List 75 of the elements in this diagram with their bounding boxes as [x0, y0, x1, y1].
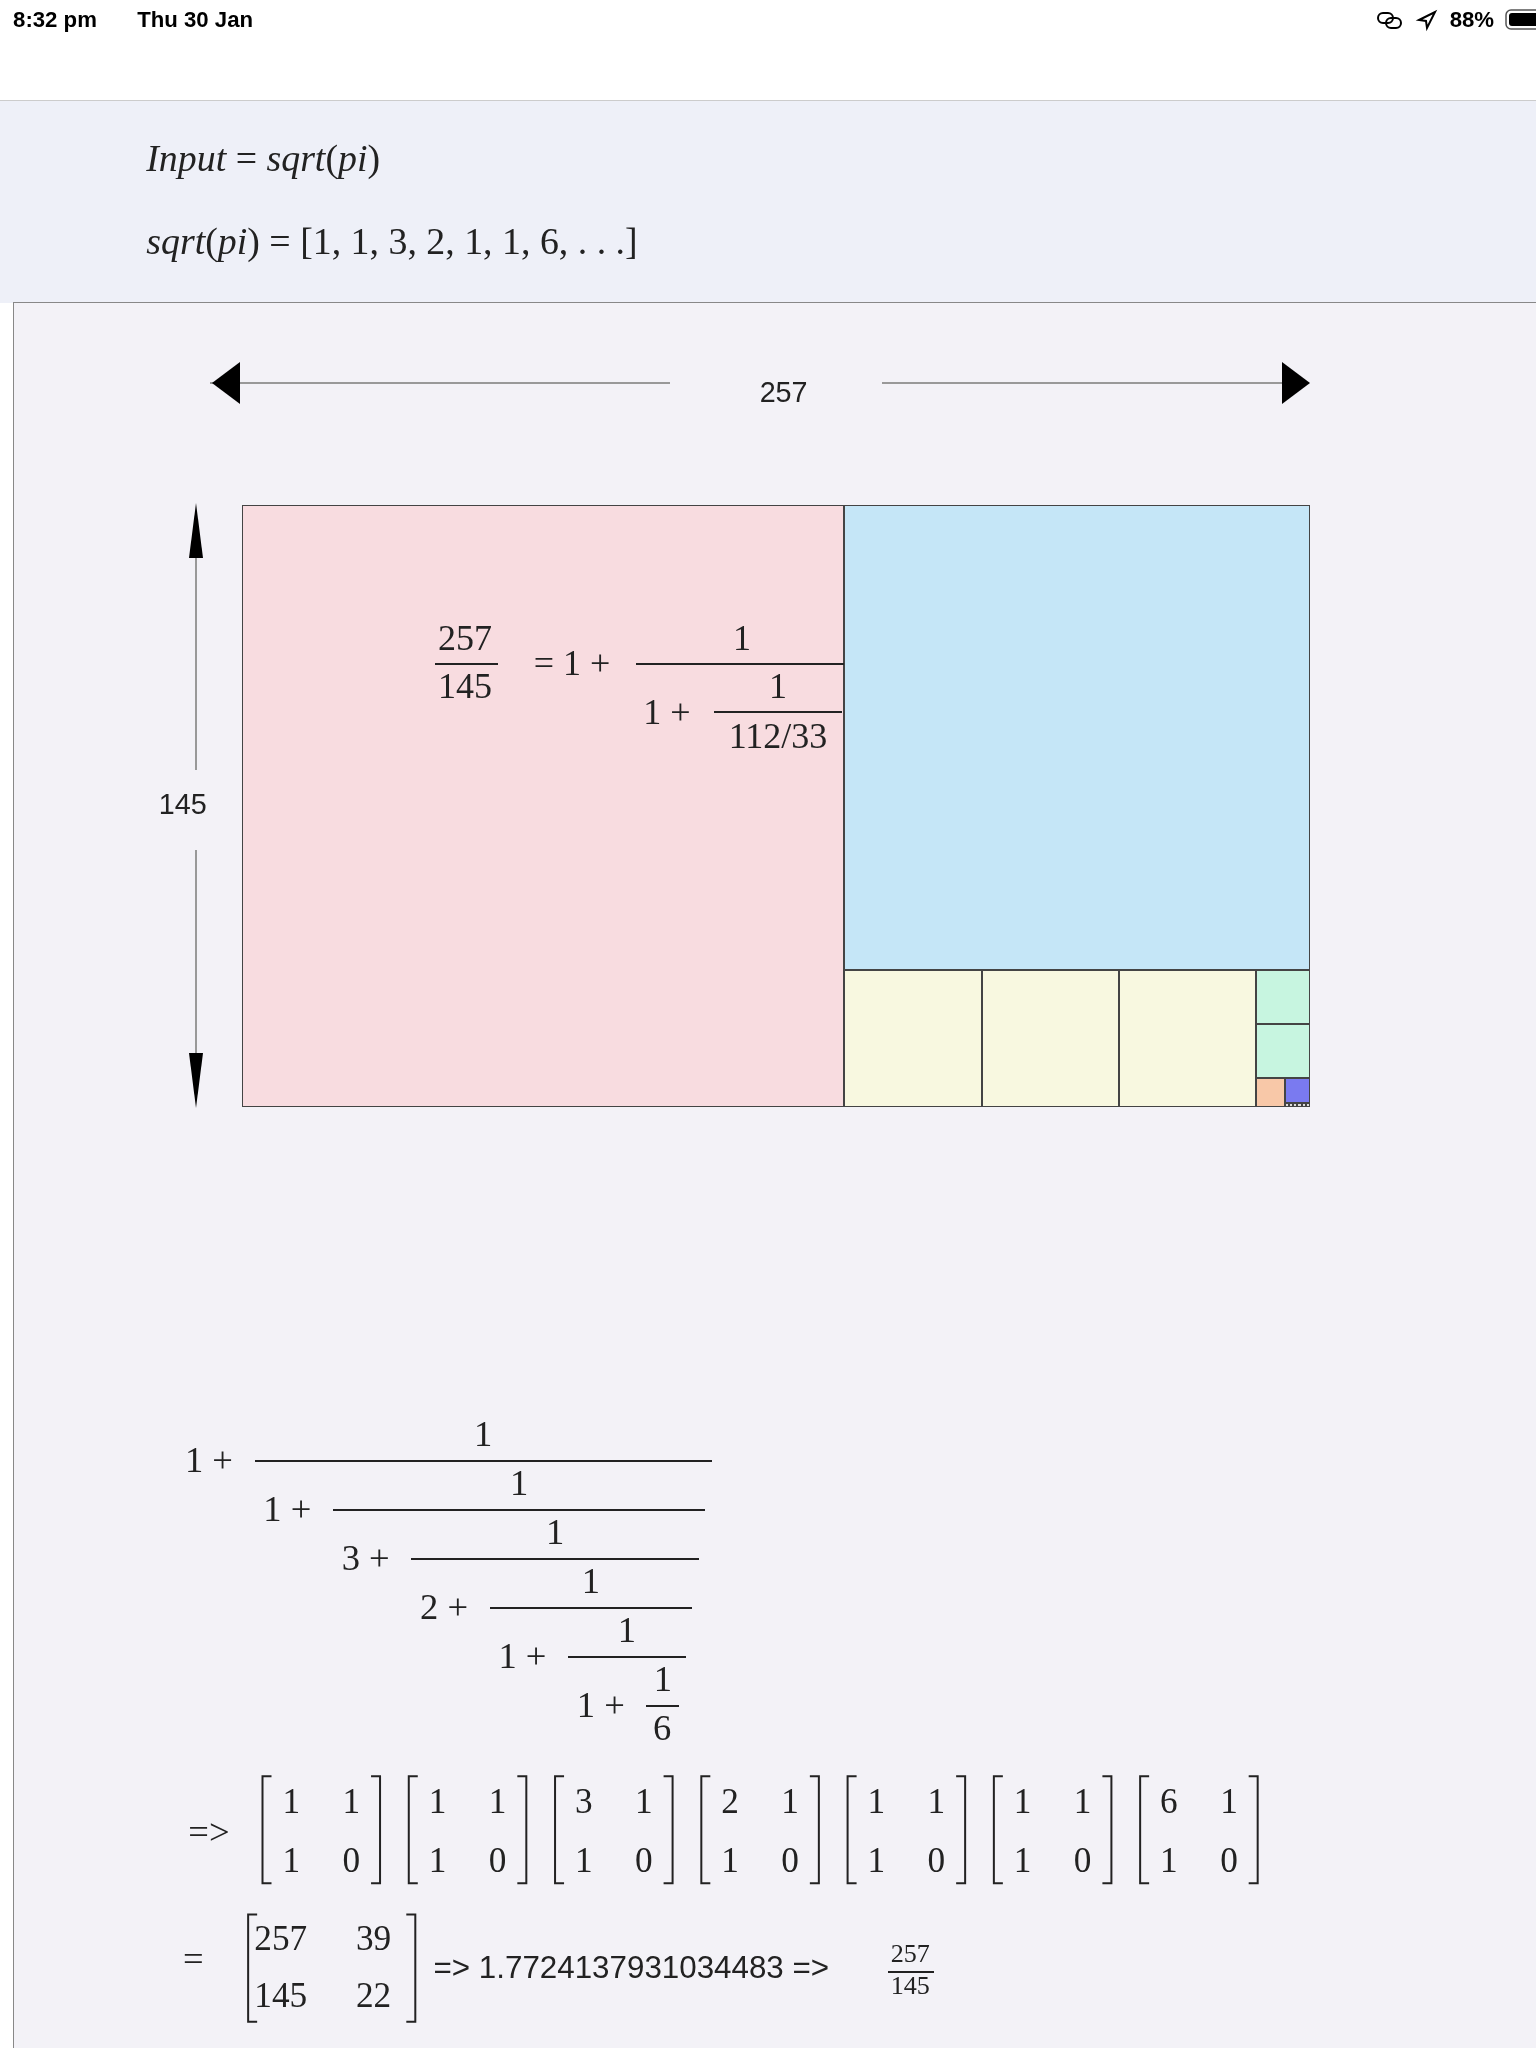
- matrix-entry: 1: [867, 1784, 886, 1820]
- fraction-term: 145: [890, 1973, 930, 2000]
- matrix-entry: 1: [1013, 1843, 1032, 1879]
- square-tile: [844, 505, 1310, 971]
- status-date: Thu 30 Jan: [137, 8, 254, 31]
- matrix-entry: 1: [1220, 1784, 1238, 1820]
- matrix-entry: 3: [574, 1784, 593, 1820]
- fraction-term: 1: [769, 668, 787, 704]
- square-tile: [1284, 1078, 1310, 1104]
- fraction-term: 1 +: [498, 1637, 547, 1675]
- matrix-entry: 1: [282, 1843, 301, 1879]
- fraction-term: 1: [474, 1415, 493, 1453]
- matrix-entry: 1: [488, 1784, 507, 1820]
- dimension-label: 257: [759, 377, 808, 407]
- matrix-entry: 22: [355, 1977, 392, 2014]
- square-tile: [1255, 1078, 1285, 1108]
- matrix-entry: 0: [635, 1843, 653, 1879]
- matrix-entry: 6: [1160, 1784, 1178, 1820]
- matrix-entry: 0: [927, 1843, 946, 1879]
- matrix-entry: 1: [1160, 1843, 1178, 1879]
- fraction-term: 1: [653, 1660, 672, 1698]
- matrix-entry: 1: [574, 1843, 593, 1879]
- fraction-term: 1 +: [184, 1441, 233, 1479]
- fraction-term: 1 +: [643, 694, 691, 730]
- matrix-entry: 0: [1220, 1843, 1238, 1879]
- matrix-entry: 1: [1013, 1784, 1032, 1820]
- battery-percent: 88%: [1449, 8, 1495, 31]
- matrix-entry: 1: [428, 1784, 447, 1820]
- matrix-entry: 1: [635, 1784, 653, 1820]
- matrix-entry: 2: [721, 1784, 739, 1820]
- matrix-entry: 0: [1073, 1843, 1092, 1879]
- matrix-entry: 1: [781, 1784, 799, 1820]
- matrix-entry: 1: [1073, 1784, 1092, 1820]
- fraction-term: 1 +: [576, 1686, 625, 1724]
- square-tile: [1255, 1024, 1310, 1079]
- fraction-term: 1 +: [263, 1490, 312, 1528]
- matrix-entry: 0: [488, 1843, 507, 1879]
- fraction-term: 112/33: [728, 718, 828, 754]
- square-tile: [1305, 1103, 1310, 1108]
- square-tile: [1284, 1103, 1290, 1108]
- fraction-term: 3 +: [341, 1539, 390, 1577]
- square-tile: [242, 505, 845, 1108]
- square-tile: [981, 970, 1119, 1108]
- matrix-entry: 1: [927, 1784, 946, 1820]
- matrix-entry: 0: [342, 1843, 361, 1879]
- fraction-term: = 1 +: [533, 645, 611, 681]
- fraction-term: 1: [510, 1464, 529, 1502]
- square-tile: [1118, 970, 1256, 1108]
- fraction-term: 257: [438, 620, 492, 656]
- matrix-entry: 1: [342, 1784, 361, 1820]
- fraction-term: 145: [438, 668, 492, 704]
- fraction-term: =: [182, 1940, 204, 1978]
- math-expression: sqrt(pi) = [1, 1, 3, 2, 1, 1, 6, . . .]: [146, 222, 638, 261]
- fraction-term: 2 +: [420, 1588, 469, 1626]
- decimal-result: => 1.7724137931034483 =>: [433, 1952, 830, 1984]
- matrix-entry: 1: [867, 1843, 886, 1879]
- dimension-label: 145: [158, 790, 207, 819]
- fraction-term: 1: [733, 620, 751, 656]
- fraction-term: 6: [653, 1709, 672, 1747]
- status-time: 8:32 pm: [13, 8, 97, 31]
- matrix-entry: 39: [355, 1921, 392, 1958]
- fraction-term: 1: [617, 1611, 636, 1649]
- fraction-term: 1: [545, 1513, 565, 1551]
- fraction-term: 257: [890, 1940, 930, 1967]
- matrix-entry: 145: [254, 1977, 308, 2014]
- square-tile: [1255, 970, 1310, 1025]
- fraction-term: 1: [581, 1562, 601, 1600]
- math-expression: Input = sqrt(pi): [146, 140, 381, 179]
- matrix-entry: 1: [428, 1843, 447, 1879]
- square-tile: [844, 970, 982, 1108]
- matrix-entry: 257: [254, 1921, 308, 1958]
- matrix-entry: 0: [781, 1843, 799, 1879]
- matrix-entry: 1: [721, 1843, 739, 1879]
- matrix-entry: 1: [282, 1784, 301, 1820]
- fraction-term: =>: [188, 1814, 230, 1851]
